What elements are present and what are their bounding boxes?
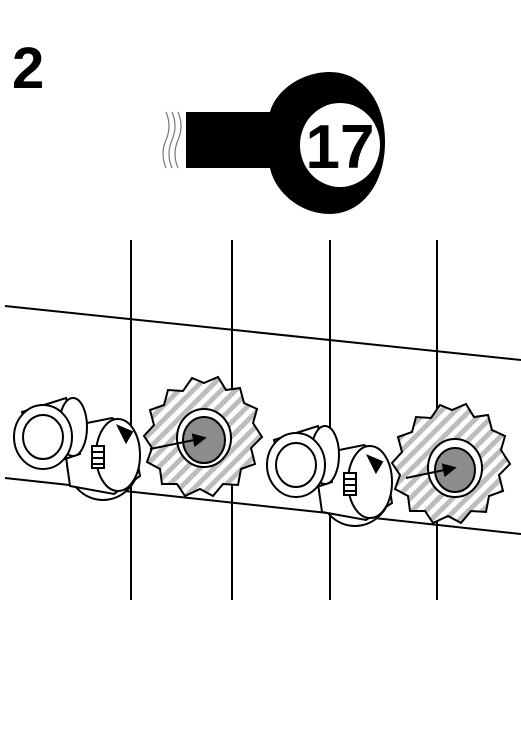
wrench-icon: 17: [162, 72, 385, 214]
wall-outlet-left: [142, 375, 264, 498]
assembly-arrows: [115, 424, 457, 479]
wall-outlet-right: [390, 402, 512, 525]
step-number: 2: [12, 36, 44, 101]
compression-fitting-left: [13, 396, 142, 501]
compression-fitting-right: [266, 424, 394, 527]
wrench-size-label: 17: [306, 113, 375, 182]
